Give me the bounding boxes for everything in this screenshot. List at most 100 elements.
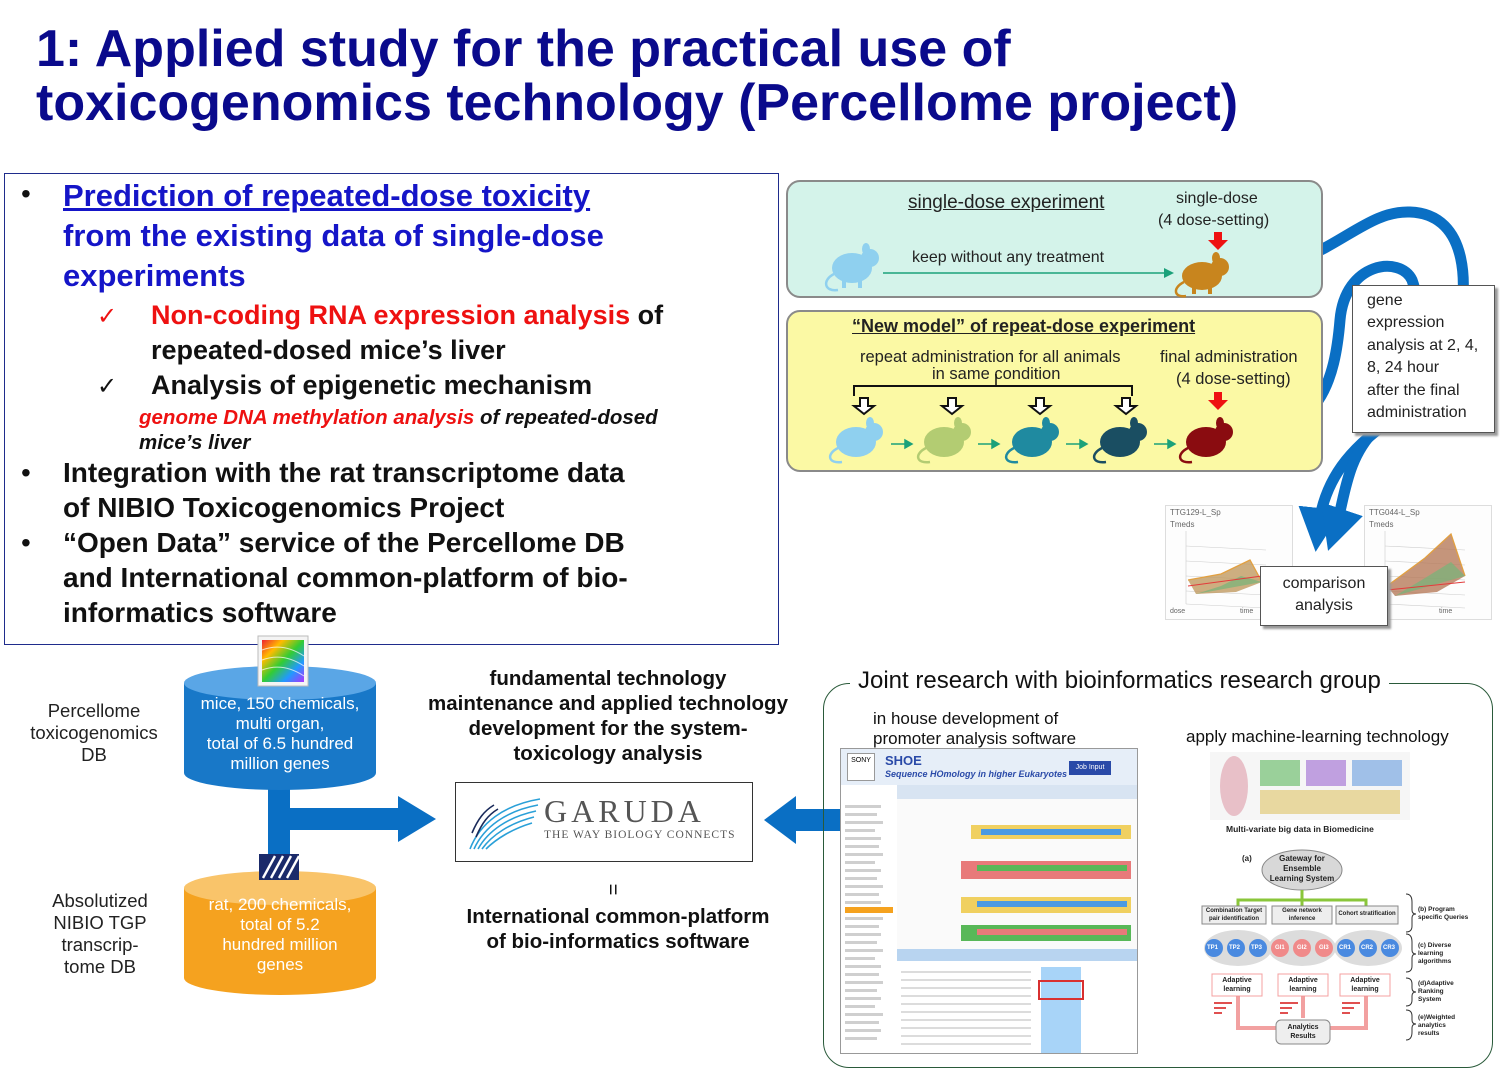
- gene-note-line2: expression: [1367, 314, 1445, 331]
- cr1-node: CR1: [1339, 945, 1352, 951]
- mouse-icon: [1179, 417, 1233, 464]
- machine-learning-label: apply machine-learning technology: [1186, 727, 1449, 746]
- shoe-name: SHOE: [885, 753, 922, 768]
- plot2-ylabel: Tmeds: [1369, 520, 1394, 529]
- joint-research-title: Joint research with bioinformatics resea…: [850, 667, 1389, 695]
- adaptive-learning-2: Adaptive learning: [1288, 977, 1318, 993]
- repeat-admin-line1: repeat administration for all animals: [860, 348, 1121, 366]
- tp2-node: TP2: [1229, 945, 1241, 951]
- inhouse-dev-label: in house development of promoter analysi…: [873, 709, 1077, 748]
- comparison-line2: analysis: [1295, 597, 1353, 614]
- adaptive-learning-3: Adaptive learning: [1350, 977, 1380, 993]
- plot1-xlabel-time: time: [1240, 608, 1254, 615]
- bullet1-line2: from the existing data of single-dose: [63, 218, 604, 253]
- cr2-node: CR2: [1361, 945, 1374, 951]
- single-dose-panel: single-dose experiment single-dose (4 do…: [786, 180, 1323, 298]
- gene-note-line1: gene: [1367, 292, 1403, 309]
- bullet1-line3: experiments: [63, 258, 246, 293]
- label-c: (c) Diverse learning algorithms: [1418, 942, 1452, 965]
- check2-line: Analysis of epigenetic mechanism: [151, 370, 593, 400]
- single-dose-graphics: [825, 232, 1229, 298]
- gene-note-line4: 8, 24 hour: [1367, 359, 1440, 376]
- bullet1-line1: Prediction of repeated-dose toxicity: [63, 178, 591, 213]
- percellome-logo-icon: [257, 635, 309, 687]
- analytics-results-box: Analytics Results: [1287, 1024, 1319, 1040]
- label-a: (a): [1242, 854, 1252, 863]
- plot2-graphic: [1384, 531, 1466, 609]
- keep-untreated-label: keep without any treatment: [912, 249, 1105, 266]
- sony-logo: SONY: [847, 753, 875, 781]
- cohort-box: Cohort stratification: [1338, 911, 1396, 917]
- nibio-db-label: Absolutized NIBIO TGP transcrip- tome DB: [52, 890, 148, 977]
- gi3-node: GI3: [1319, 945, 1329, 951]
- surface-plot-1: TTG129-L_Sp Tmeds dose time: [1165, 505, 1293, 620]
- common-platform-text: International common-platform of bio-inf…: [466, 905, 770, 953]
- bullet3-line3: informatics software: [63, 597, 337, 628]
- bullet-3: •: [21, 527, 31, 558]
- mouse-icon: [1093, 417, 1147, 464]
- garuda-logo-box: GARUDA THE WAY BIOLOGY CONNECTS: [455, 782, 753, 862]
- comparison-line1: comparison: [1282, 575, 1366, 592]
- dose-arrow-icon: [1113, 397, 1139, 416]
- bullet3-line2: and International common-platform of bio…: [63, 562, 628, 593]
- adaptive-learning-1: Adaptive learning: [1222, 977, 1252, 993]
- tp3-node: TP3: [1251, 945, 1263, 951]
- bullet-2: •: [21, 457, 31, 488]
- check-1-icon: ✓: [97, 303, 118, 330]
- mouse-icon: [825, 243, 879, 292]
- single-dose-red-arrow: [1208, 232, 1228, 250]
- gateway-label: Gateway for Ensemble Learning System: [1269, 854, 1335, 883]
- final-dose-red-arrow: [1208, 392, 1228, 410]
- methylation-line1: genome DNA methylation analysis of repea…: [139, 406, 658, 429]
- plot1-graphic: [1185, 531, 1267, 609]
- nibio-logo-icon: [259, 854, 301, 880]
- percellome-db-label: Percellome toxicogenomics DB: [30, 700, 158, 765]
- label-e: (e)Weighted analytics results: [1418, 1014, 1456, 1037]
- joint-to-garuda-arrow: [764, 796, 848, 844]
- shoe-subtitle: Sequence HOmology in higher Eukaryotes: [885, 769, 1068, 779]
- title-line-2: toxicogenomics technology (Percellome pr…: [36, 74, 1239, 132]
- garuda-tagline: THE WAY BIOLOGY CONNECTS: [544, 829, 736, 841]
- database-graphics: [184, 635, 436, 995]
- dose-arrow-icon: [939, 397, 965, 416]
- combination-target-box: Combination Target pair identification: [1205, 908, 1263, 922]
- cr3-node: CR3: [1383, 945, 1396, 951]
- job-input-button[interactable]: Job Input: [1069, 761, 1111, 775]
- gene-network-box: Gene network inference: [1282, 908, 1322, 922]
- nibio-db-contents: rat, 200 chemicals, total of 5.2 hundred…: [208, 895, 352, 974]
- mouse-icon: [829, 417, 883, 464]
- title-line-1: 1: Applied study for the practical use o…: [36, 20, 1011, 78]
- ml-diagram-graphic: [1201, 752, 1417, 1045]
- dose-arrow-icon: [851, 397, 877, 416]
- db-to-garuda-arrow: [398, 796, 436, 842]
- check1-line2: repeated-dosed mice’s liver: [151, 335, 506, 365]
- repeat-dose-flow-arrow: [1239, 260, 1424, 551]
- dose-arrow-icon: [1027, 397, 1053, 416]
- bullet2-line1: Integration with the rat transcriptome d…: [63, 457, 625, 488]
- single-dose-heading: single-dose experiment: [908, 192, 1105, 213]
- plot2-xlabel-time: time: [1439, 608, 1453, 615]
- plot2-title: TTG044-L_Sp: [1369, 508, 1420, 517]
- garuda-name: GARUDA: [544, 793, 705, 829]
- mouse-icon: [1005, 417, 1059, 464]
- final-admin-line2: (4 dose-setting): [1176, 370, 1291, 388]
- gene-note-line5: after the final: [1367, 382, 1460, 399]
- gene-note-line6: administration: [1367, 404, 1467, 421]
- bullet-1: •: [21, 178, 31, 209]
- plot1-title: TTG129-L_Sp: [1170, 508, 1221, 517]
- objectives-panel: • Prediction of repeated-dose toxicity f…: [4, 173, 779, 645]
- shoe-software-screenshot: SONY SHOE Sequence HOmology in higher Eu…: [840, 748, 1138, 1054]
- percellome-db-contents: mice, 150 chemicals, multi organ, total …: [200, 694, 360, 773]
- new-model-graphics: [829, 374, 1233, 464]
- fundamental-technology-text: fundamental technology maintenance and a…: [428, 667, 788, 765]
- single-dose-label: single-dose: [1176, 190, 1258, 207]
- new-model-panel: “New model” of repeat-dose experiment re…: [786, 310, 1323, 472]
- bullet2-line2: of NIBIO Toxicogenomics Project: [63, 492, 505, 523]
- single-dose-setting: (4 dose-setting): [1158, 212, 1270, 229]
- shoe-alignment-graphic: [841, 785, 1137, 1053]
- gene-expression-note: gene expression analysis at 2, 4, 8, 24 …: [1352, 285, 1495, 433]
- big-data-label: Multi-variate big data in Biomedicine: [1226, 824, 1374, 834]
- mouse-icon: [1174, 252, 1229, 298]
- gi1-node: GI1: [1275, 945, 1285, 951]
